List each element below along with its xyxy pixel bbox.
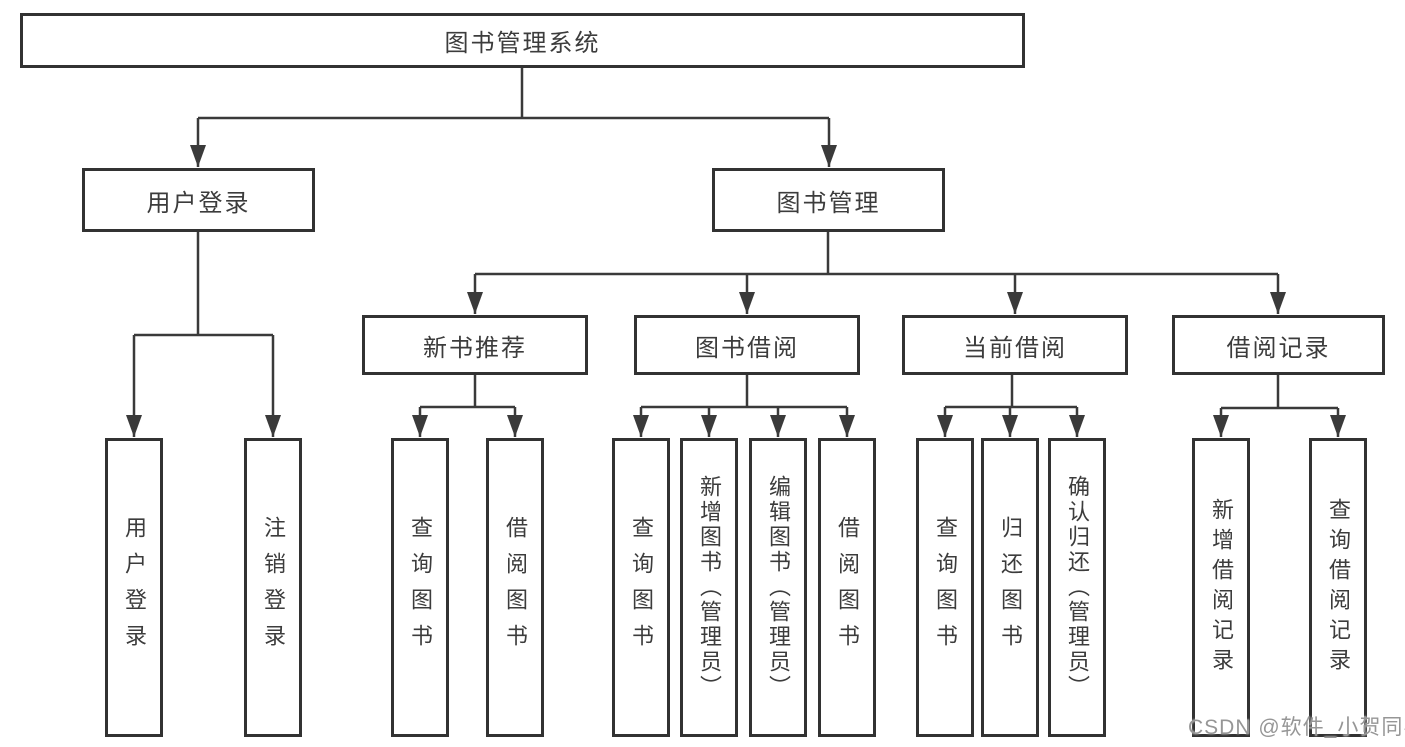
node-label: 查询图书: [629, 515, 654, 660]
node-label: 新增图书（管理员）: [697, 475, 722, 700]
node-borrow-records: 借阅记录: [1172, 315, 1385, 375]
node-book-management: 图书管理: [712, 168, 945, 232]
node-library-management-system: 图书管理系统: [20, 13, 1025, 68]
node-label: 图书管理: [776, 189, 881, 217]
node-label: 用户登录: [146, 189, 251, 217]
arrow-down-icon: [770, 415, 786, 437]
leaf-node-confirm-return-admin: 确认归还（管理员）: [1048, 438, 1106, 737]
node-label: 注销登录: [261, 515, 286, 660]
leaf-node-borrow-books-2: 借阅图书: [818, 438, 876, 737]
connector-newbooks-to-leaves: [418, 375, 517, 437]
node-label: 新增借阅记录: [1209, 497, 1234, 678]
connector-userlogin-to-leaves: [132, 232, 275, 437]
arrow-down-icon: [1069, 415, 1085, 437]
arrow-down-icon: [839, 415, 855, 437]
leaf-node-return-book: 归还图书: [981, 438, 1039, 737]
node-new-book-recommend: 新书推荐: [362, 315, 588, 375]
connector-bookmgmt-to-level3: [473, 232, 1280, 314]
arrow-down-icon: [1270, 292, 1286, 314]
node-label: 图书借阅: [695, 334, 799, 362]
leaf-node-logout: 注销登录: [244, 438, 302, 737]
node-label: 编辑图书（管理员）: [766, 475, 791, 700]
leaf-node-add-borrow-record: 新增借阅记录: [1192, 438, 1250, 737]
node-label: 借阅图书: [503, 515, 528, 660]
node-label: 归还图书: [998, 515, 1023, 660]
node-label: 图书管理系统: [444, 30, 601, 57]
arrow-down-icon: [701, 415, 717, 437]
node-label: 当前借阅: [963, 334, 1067, 362]
node-label: 确认归还（管理员）: [1065, 475, 1090, 700]
arrow-down-icon: [633, 415, 649, 437]
arrow-down-icon: [937, 415, 953, 437]
arrow-down-icon: [507, 415, 523, 437]
node-label: 查询图书: [933, 515, 958, 660]
arrow-down-icon: [739, 292, 755, 314]
node-label: 查询借阅记录: [1326, 497, 1351, 678]
connector-records-to-leaves: [1219, 375, 1340, 437]
leaf-node-borrow-books-1: 借阅图书: [486, 438, 544, 737]
node-label: 借阅图书: [835, 515, 860, 660]
arrow-down-icon: [1213, 415, 1229, 437]
node-label: 新书推荐: [423, 334, 527, 362]
node-label: 用户登录: [122, 515, 147, 660]
leaf-node-add-book-admin: 新增图书（管理员）: [680, 438, 738, 737]
node-label: 查询图书: [408, 515, 433, 660]
leaf-node-user-login: 用户登录: [105, 438, 163, 737]
node-label: 借阅记录: [1226, 334, 1331, 362]
arrow-down-icon: [412, 415, 428, 437]
arrow-down-icon: [265, 415, 281, 437]
node-user-login-group: 用户登录: [82, 168, 315, 232]
arrow-down-icon: [1330, 415, 1346, 437]
arrow-down-icon: [1002, 415, 1018, 437]
arrow-down-icon: [126, 415, 142, 437]
leaf-node-query-books-3: 查询图书: [916, 438, 974, 737]
leaf-node-query-books-2: 查询图书: [612, 438, 670, 737]
connector-borrowing-to-leaves: [639, 375, 849, 437]
arrow-down-icon: [467, 292, 483, 314]
arrow-down-icon: [190, 145, 206, 167]
leaf-node-query-borrow-record: 查询借阅记录: [1309, 438, 1367, 737]
arrow-down-icon: [821, 145, 837, 167]
node-book-borrowing: 图书借阅: [634, 315, 860, 375]
csdn-watermark: CSDN @软件_小贺同学: [1188, 716, 1405, 739]
leaf-node-query-books-1: 查询图书: [391, 438, 449, 737]
connector-root-to-level2: [196, 68, 831, 167]
leaf-node-edit-book-admin: 编辑图书（管理员）: [749, 438, 807, 737]
node-current-borrowing: 当前借阅: [902, 315, 1128, 375]
arrow-down-icon: [1007, 292, 1023, 314]
